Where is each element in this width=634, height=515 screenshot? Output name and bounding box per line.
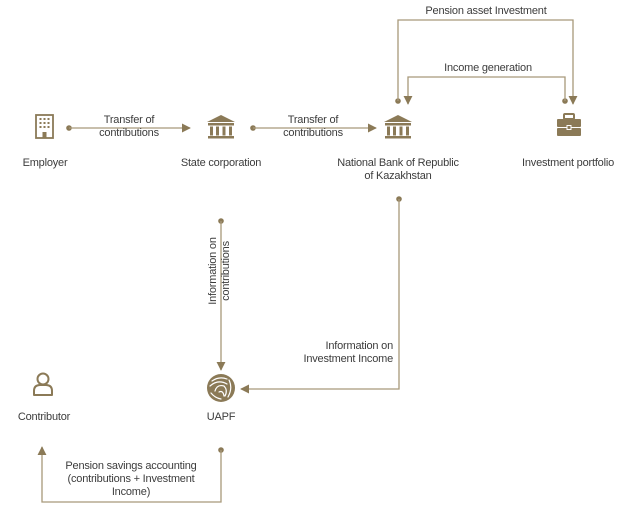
briefcase-icon: [557, 113, 581, 136]
edge-label-line: Information on: [207, 237, 219, 305]
node-label-uapf: UAPF: [206, 411, 236, 423]
edge-label-line: Pension savings accounting: [65, 460, 197, 472]
node-label-employer: Employer: [22, 157, 68, 169]
edge-employer-to-state: [66, 123, 191, 133]
edge-line: [397, 19, 578, 105]
edge-label-state-to-national-bank: Transfer of contributions: [283, 114, 343, 140]
person-icon: [33, 372, 53, 396]
edge-line: [37, 446, 222, 503]
edge-label-line: Information on: [325, 340, 393, 352]
bank-building-icon: [384, 115, 412, 139]
node-label-line: of Kazakhstan: [364, 170, 432, 182]
node-label-contributor: Contributor: [17, 411, 71, 423]
edge-label-line: Transfer of: [103, 114, 155, 126]
edge-label-info-contributions: Information on contributions: [207, 216, 233, 326]
edge-pension-asset-investment: [395, 19, 578, 105]
edge-label-line: Transfer of: [287, 114, 339, 126]
uapf-logo-icon: [207, 374, 235, 402]
bank-building-icon: [207, 115, 235, 139]
node-label-national-bank: National Bank of Republic of Kazakhstan: [337, 157, 459, 183]
edge-label-info-investment-income: Information on Investment Income: [283, 340, 393, 366]
edge-info-investment-income: [240, 196, 402, 394]
edge-label-pension-asset-investment: Pension asset Investment: [425, 5, 547, 17]
edge-label-line: (contributions + Investment: [67, 473, 195, 485]
edge-label-line: contributions: [99, 127, 159, 139]
edge-line: [240, 199, 400, 394]
edge-label-line: contributions: [283, 127, 343, 139]
office-building-icon: [35, 114, 54, 139]
edge-savings-accounting: [37, 446, 224, 503]
edge-label-line: Income): [111, 486, 151, 498]
node-label-state-corporation: State corporation: [180, 157, 262, 169]
node-label-line: National Bank of Republic: [337, 157, 459, 169]
edge-income-generation: [403, 76, 568, 105]
edge-state-to-national-bank: [250, 123, 377, 133]
edge-label-income-generation: Income generation: [444, 62, 532, 74]
edge-info-contributions: [216, 218, 226, 371]
edge-line: [403, 76, 566, 105]
node-label-investment-portfolio: Investment portfolio: [522, 157, 614, 169]
edge-label-employer-to-state: Transfer of contributions: [99, 114, 159, 140]
edge-label-line: contributions: [220, 241, 232, 301]
edge-label-line: Investment Income: [303, 353, 393, 365]
edge-label-savings-accounting: Pension savings accounting (contribution…: [65, 460, 196, 499]
